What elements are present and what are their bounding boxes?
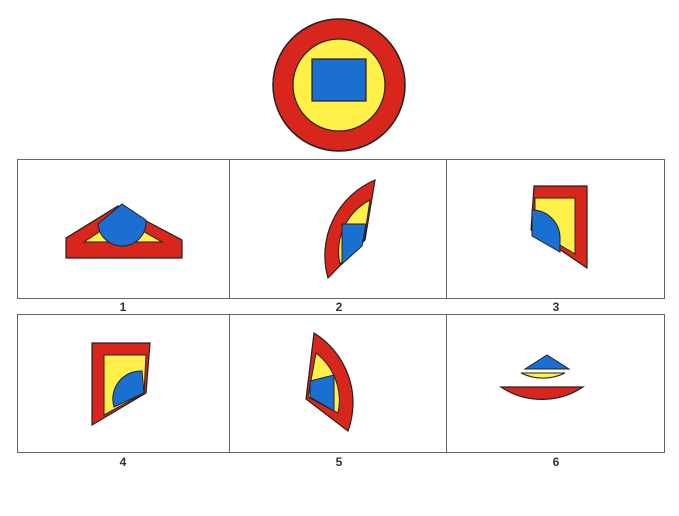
option-label-4: 4	[119, 455, 127, 469]
option-3-fragment	[530, 185, 588, 270]
option-label-1: 1	[119, 300, 127, 314]
option-label-3: 3	[552, 300, 560, 314]
reference-blue-rectangle	[311, 58, 367, 102]
option-panel-2[interactable]	[229, 159, 447, 299]
option-2-fragment	[324, 179, 376, 280]
option-1-fragment	[65, 203, 183, 259]
option-label-5: 5	[335, 455, 343, 469]
reference-figure	[272, 18, 406, 152]
option-6-fragment	[499, 354, 585, 400]
option-panel-6[interactable]	[446, 314, 665, 453]
option-4-fragment	[91, 342, 151, 427]
option-panel-4[interactable]	[17, 314, 230, 453]
option-panel-3[interactable]	[446, 159, 665, 299]
option-label-2: 2	[335, 300, 343, 314]
option-label-6: 6	[552, 455, 560, 469]
option-panel-5[interactable]	[229, 314, 447, 453]
option-panel-1[interactable]	[17, 159, 230, 299]
option-5-fragment	[305, 331, 354, 432]
